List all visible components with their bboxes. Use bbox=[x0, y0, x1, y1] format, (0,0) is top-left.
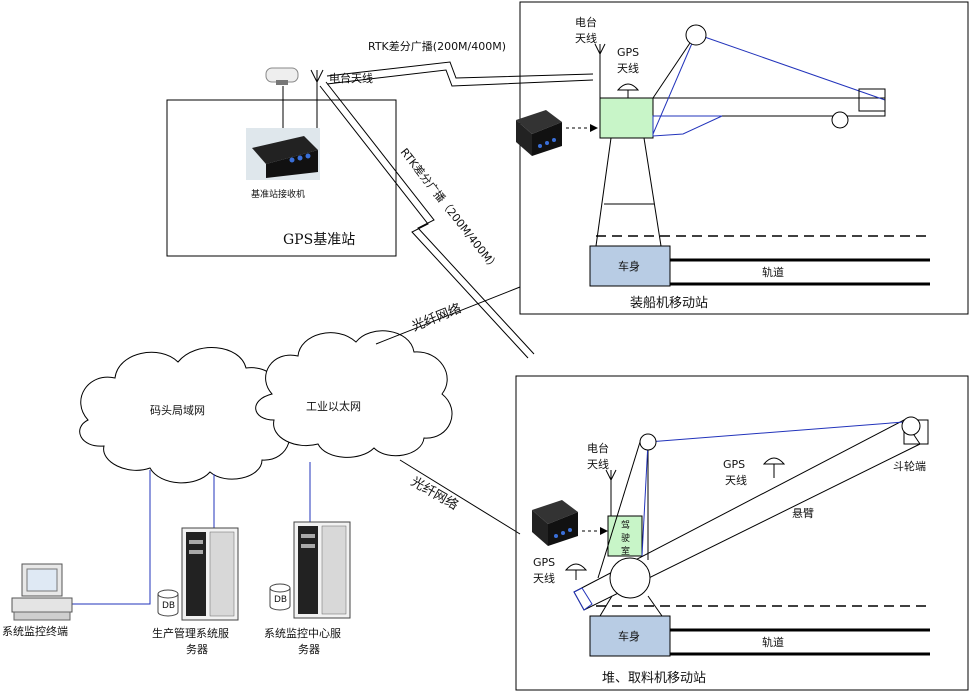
ship-title: 装船机移动站 bbox=[630, 296, 708, 311]
stacker-radio-l2: 天线 bbox=[587, 457, 609, 471]
db-icon-2: DB bbox=[269, 583, 291, 611]
industrial-eth-label: 工业以太网 bbox=[306, 400, 361, 413]
rtk-link-top: RTK差分广播(200M/400M) bbox=[326, 39, 594, 87]
db-label-1: DB bbox=[162, 601, 175, 611]
ship-cab bbox=[599, 97, 654, 139]
ship-body-label: 车身 bbox=[618, 259, 640, 273]
stacker-body-label: 车身 bbox=[618, 629, 640, 643]
cloud-industrial-ethernet: 工业以太网 bbox=[255, 330, 453, 458]
monitor-server-icon bbox=[293, 521, 351, 619]
rtk-diag-label: RTK差分广播（200M/400M） bbox=[398, 145, 502, 273]
mon-server-l1: 系统监控中心服 bbox=[264, 626, 341, 640]
stacker-body bbox=[589, 615, 671, 657]
gps-antenna-icon bbox=[265, 67, 299, 85]
prod-server-l2: 务器 bbox=[186, 643, 208, 656]
stacker-radio-l1: 电台 bbox=[587, 441, 609, 455]
stacker-gps-top-l1: GPS bbox=[723, 458, 745, 471]
monitor-terminal-icon bbox=[11, 563, 73, 621]
base-station: 电台天线 基准站接收机 GPS基准站 bbox=[166, 67, 397, 257]
terminal-links bbox=[72, 462, 311, 605]
stacker-station: 电台 天线 GPS 天线 GPS 天线 驾 驶 室 bbox=[515, 375, 969, 691]
ship-receiver-icon bbox=[516, 110, 562, 156]
fiber-bottom-label: 光纤网络 bbox=[408, 474, 461, 514]
stacker-gps-left-l1: GPS bbox=[533, 556, 555, 569]
ship-body bbox=[589, 245, 671, 287]
stacker-title: 堆、取料机移动站 bbox=[602, 671, 706, 686]
rtk-top-label: RTK差分广播(200M/400M) bbox=[368, 39, 506, 53]
stacker-gps-top-l2: 天线 bbox=[725, 473, 747, 487]
stacker-radio-antenna-icon bbox=[605, 469, 617, 516]
base-station-title: GPS基准站 bbox=[283, 231, 355, 248]
ship-radio-antenna-icon bbox=[594, 43, 606, 98]
dock-lan-label: 码头局域网 bbox=[150, 404, 205, 417]
monitor-terminal-label: 系统监控终端 bbox=[2, 624, 68, 638]
receiver-label: 基准站接收机 bbox=[251, 188, 305, 200]
db-icon-1: DB bbox=[157, 589, 179, 617]
stacker-receiver-icon bbox=[532, 500, 578, 546]
radio-antenna-icon bbox=[310, 69, 324, 128]
fiber-top-label: 光纤网络 bbox=[410, 300, 464, 334]
stacker-gps-top-icon bbox=[762, 457, 786, 478]
stacker-gps-left-l2: 天线 bbox=[533, 571, 555, 585]
cab-l2: 驶 bbox=[621, 532, 630, 544]
fiber-link-bottom: 光纤网络 bbox=[399, 459, 521, 535]
ship-loader-station: 电台 天线 GPS 天线 bbox=[516, 1, 969, 315]
mon-server-l2: 务器 bbox=[298, 643, 320, 656]
boom-label: 悬臂 bbox=[792, 507, 814, 520]
wheel-end-label: 斗轮端 bbox=[893, 459, 926, 473]
ship-radio-l2: 天线 bbox=[575, 31, 597, 45]
ship-gps-l2: 天线 bbox=[617, 61, 639, 75]
ship-radio-l1: 电台 bbox=[575, 15, 597, 29]
ship-track-label: 轨道 bbox=[762, 265, 784, 279]
prod-server-l1: 生产管理系统服 bbox=[152, 626, 229, 640]
cab-l3: 室 bbox=[621, 545, 630, 557]
stacker-cab bbox=[607, 515, 643, 557]
ship-boom bbox=[652, 97, 886, 117]
cab-l1: 驾 bbox=[621, 520, 630, 531]
receiver-icon bbox=[246, 128, 320, 180]
ship-gps-antenna-icon bbox=[616, 83, 640, 98]
stacker-gps-left-icon bbox=[564, 563, 588, 580]
db-label-2: DB bbox=[274, 595, 287, 605]
prod-server-icon bbox=[181, 527, 239, 621]
ship-gps-l1: GPS bbox=[617, 46, 639, 59]
stacker-track-label: 轨道 bbox=[762, 635, 784, 649]
